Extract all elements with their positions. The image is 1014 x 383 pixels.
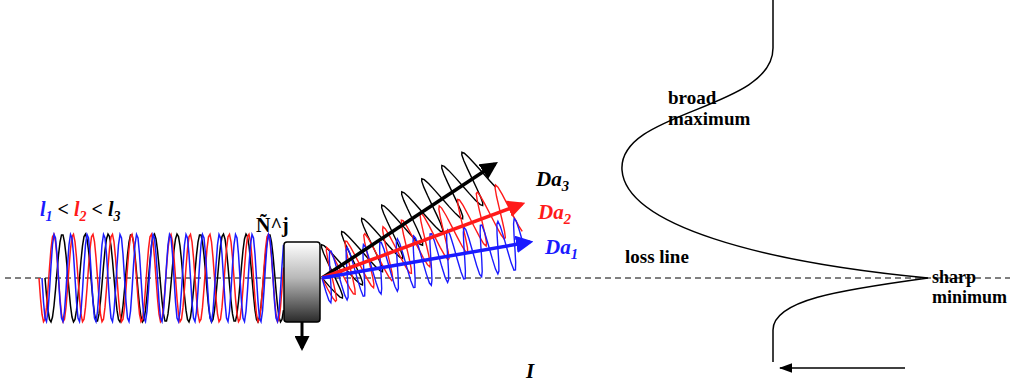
wavelength-order: l1 < l2 < l3 [40, 198, 121, 224]
diffracted-wave [313, 182, 523, 303]
deflection-label: Da3 [536, 168, 569, 194]
gradient-arrow [301, 322, 304, 348]
incident-wave [39, 234, 284, 321]
intensity-label: I [526, 360, 534, 383]
diffracted-waves [307, 147, 528, 303]
deflection-arrow [322, 242, 530, 278]
deflection-label: Da2 [538, 201, 571, 227]
deflection-label: Da1 [545, 236, 578, 262]
grating-gradient-label: Ñ^j [256, 214, 289, 236]
curve-annotation: sharp minimum [932, 268, 1010, 308]
incident-waves [39, 234, 284, 322]
loss-curve [622, 0, 928, 362]
curve-annotation: broad maximum [668, 88, 768, 130]
incident-wave [42, 234, 284, 321]
curve-annotation: loss line [625, 247, 689, 268]
intensity-arrow [780, 367, 905, 369]
deflection-arrow [322, 164, 495, 278]
grating [284, 242, 320, 322]
deflection-arrow [322, 204, 522, 278]
